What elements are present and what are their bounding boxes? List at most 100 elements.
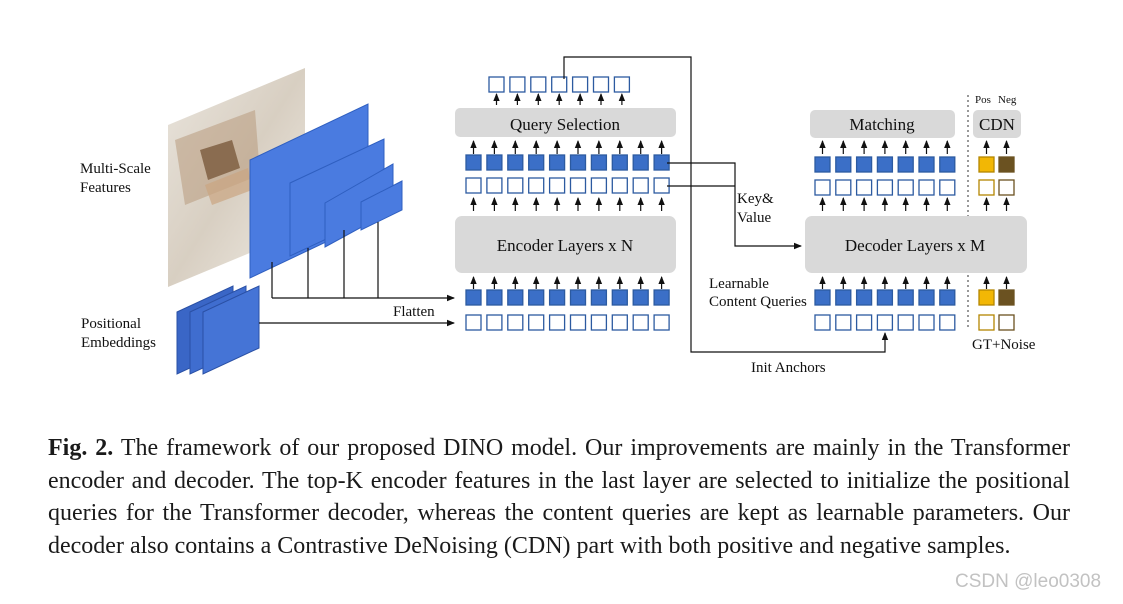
cdn-box	[973, 110, 1021, 138]
empty-token	[939, 179, 956, 196]
encoder-label: Encoder Layers x N	[497, 236, 633, 255]
empty-token	[918, 179, 935, 196]
decoder-output-content-row	[814, 156, 956, 173]
decoder-label: Decoder Layers x M	[845, 236, 985, 255]
filled-token	[897, 156, 914, 173]
empty-token	[590, 314, 608, 331]
positional-label-line1: Positional	[81, 316, 141, 332]
cdn-negative-anchor-token	[998, 179, 1015, 196]
filled-token	[611, 289, 628, 306]
empty-token	[569, 314, 587, 331]
flatten-connector	[259, 222, 455, 327]
filled-token	[939, 156, 956, 173]
empty-token	[528, 314, 545, 331]
empty-token	[897, 179, 914, 196]
filled-token	[814, 156, 831, 173]
cdn-positive-anchor-token	[978, 314, 995, 331]
cdn-negative-token	[998, 289, 1015, 306]
empty-token	[590, 177, 608, 194]
encoder-output-content-row	[465, 154, 670, 171]
caption-prefix: Fig. 2.	[48, 435, 114, 461]
empty-token	[835, 314, 852, 331]
empty-token	[876, 314, 894, 331]
filled-token	[486, 289, 503, 306]
empty-token	[488, 76, 505, 93]
filled-token	[507, 289, 524, 306]
empty-token	[897, 314, 914, 331]
matching-label: Matching	[849, 115, 915, 134]
empty-token	[814, 314, 831, 331]
flatten-label: Flatten	[393, 304, 435, 320]
input-image	[168, 68, 305, 287]
filled-token	[465, 154, 482, 171]
filled-token	[855, 156, 873, 173]
filled-token	[632, 154, 649, 171]
empty-token	[551, 76, 568, 93]
pos-label: Pos	[975, 94, 991, 106]
query-selection-output-arrows	[493, 93, 626, 105]
empty-token	[548, 314, 566, 331]
decoder-output-positional-row	[814, 179, 956, 196]
learnable-label-line1: Learnable	[709, 276, 769, 292]
empty-token	[632, 177, 649, 194]
cdn-query-tokens	[978, 140, 1015, 331]
empty-token	[465, 177, 482, 194]
multi-scale-label-line2: Features	[80, 180, 131, 196]
filled-token	[528, 154, 545, 171]
empty-token	[918, 314, 935, 331]
empty-token	[939, 314, 956, 331]
neg-label: Neg	[998, 94, 1017, 106]
filled-token	[814, 289, 831, 306]
figure-caption: Fig. 2. The framework of our proposed DI…	[48, 432, 1070, 562]
empty-token	[855, 179, 873, 196]
caption-text: The framework of our proposed DINO model…	[48, 435, 1071, 559]
learnable-label-line2: Content Queries	[709, 294, 807, 310]
decoder-to-matching-arrows	[819, 140, 951, 154]
cdn-positive-anchor-token	[978, 179, 995, 196]
filled-token	[835, 156, 852, 173]
empty-token	[569, 177, 587, 194]
filled-token	[528, 289, 545, 306]
watermark: CSDN @leo0308	[955, 571, 1102, 592]
filled-token	[590, 154, 608, 171]
decoder-box	[805, 216, 1027, 273]
empty-token	[507, 314, 524, 331]
filled-token	[569, 154, 587, 171]
multi-scale-label-line1: Multi-Scale	[80, 161, 151, 177]
filled-token	[876, 289, 894, 306]
empty-token	[855, 314, 873, 331]
filled-token	[465, 289, 482, 306]
filled-token	[897, 289, 914, 306]
encoder-input-feature-row	[465, 289, 670, 306]
empty-token	[571, 76, 589, 93]
encoder-to-query-arrows	[470, 140, 665, 154]
empty-token	[528, 177, 545, 194]
filled-token	[486, 154, 503, 171]
key-value-label-line1: Key&	[737, 191, 774, 207]
filled-token	[590, 289, 608, 306]
empty-token	[613, 76, 631, 93]
empty-token	[611, 314, 628, 331]
key-value-label-line2: Value	[737, 210, 771, 226]
multi-scale-feature-maps	[249, 103, 403, 279]
decoder-output-arrows	[819, 197, 951, 211]
empty-token	[530, 76, 547, 93]
empty-token	[632, 314, 649, 331]
filled-token	[548, 289, 566, 306]
encoder-box	[455, 216, 676, 273]
positional-embeddings-stack	[176, 285, 260, 375]
encoder-input-arrows	[470, 276, 665, 289]
filled-token	[835, 289, 852, 306]
positional-label-line2: Embeddings	[81, 335, 156, 351]
empty-token	[507, 177, 524, 194]
top-k-query-row	[488, 76, 631, 93]
key-value-connector	[667, 162, 802, 250]
filled-token	[611, 154, 628, 171]
empty-token	[876, 179, 894, 196]
encoder-output-arrows	[470, 197, 665, 211]
query-selection-label: Query Selection	[510, 115, 620, 134]
filled-token	[918, 156, 935, 173]
cdn-negative-anchor-token	[998, 314, 1015, 331]
empty-token	[835, 179, 852, 196]
